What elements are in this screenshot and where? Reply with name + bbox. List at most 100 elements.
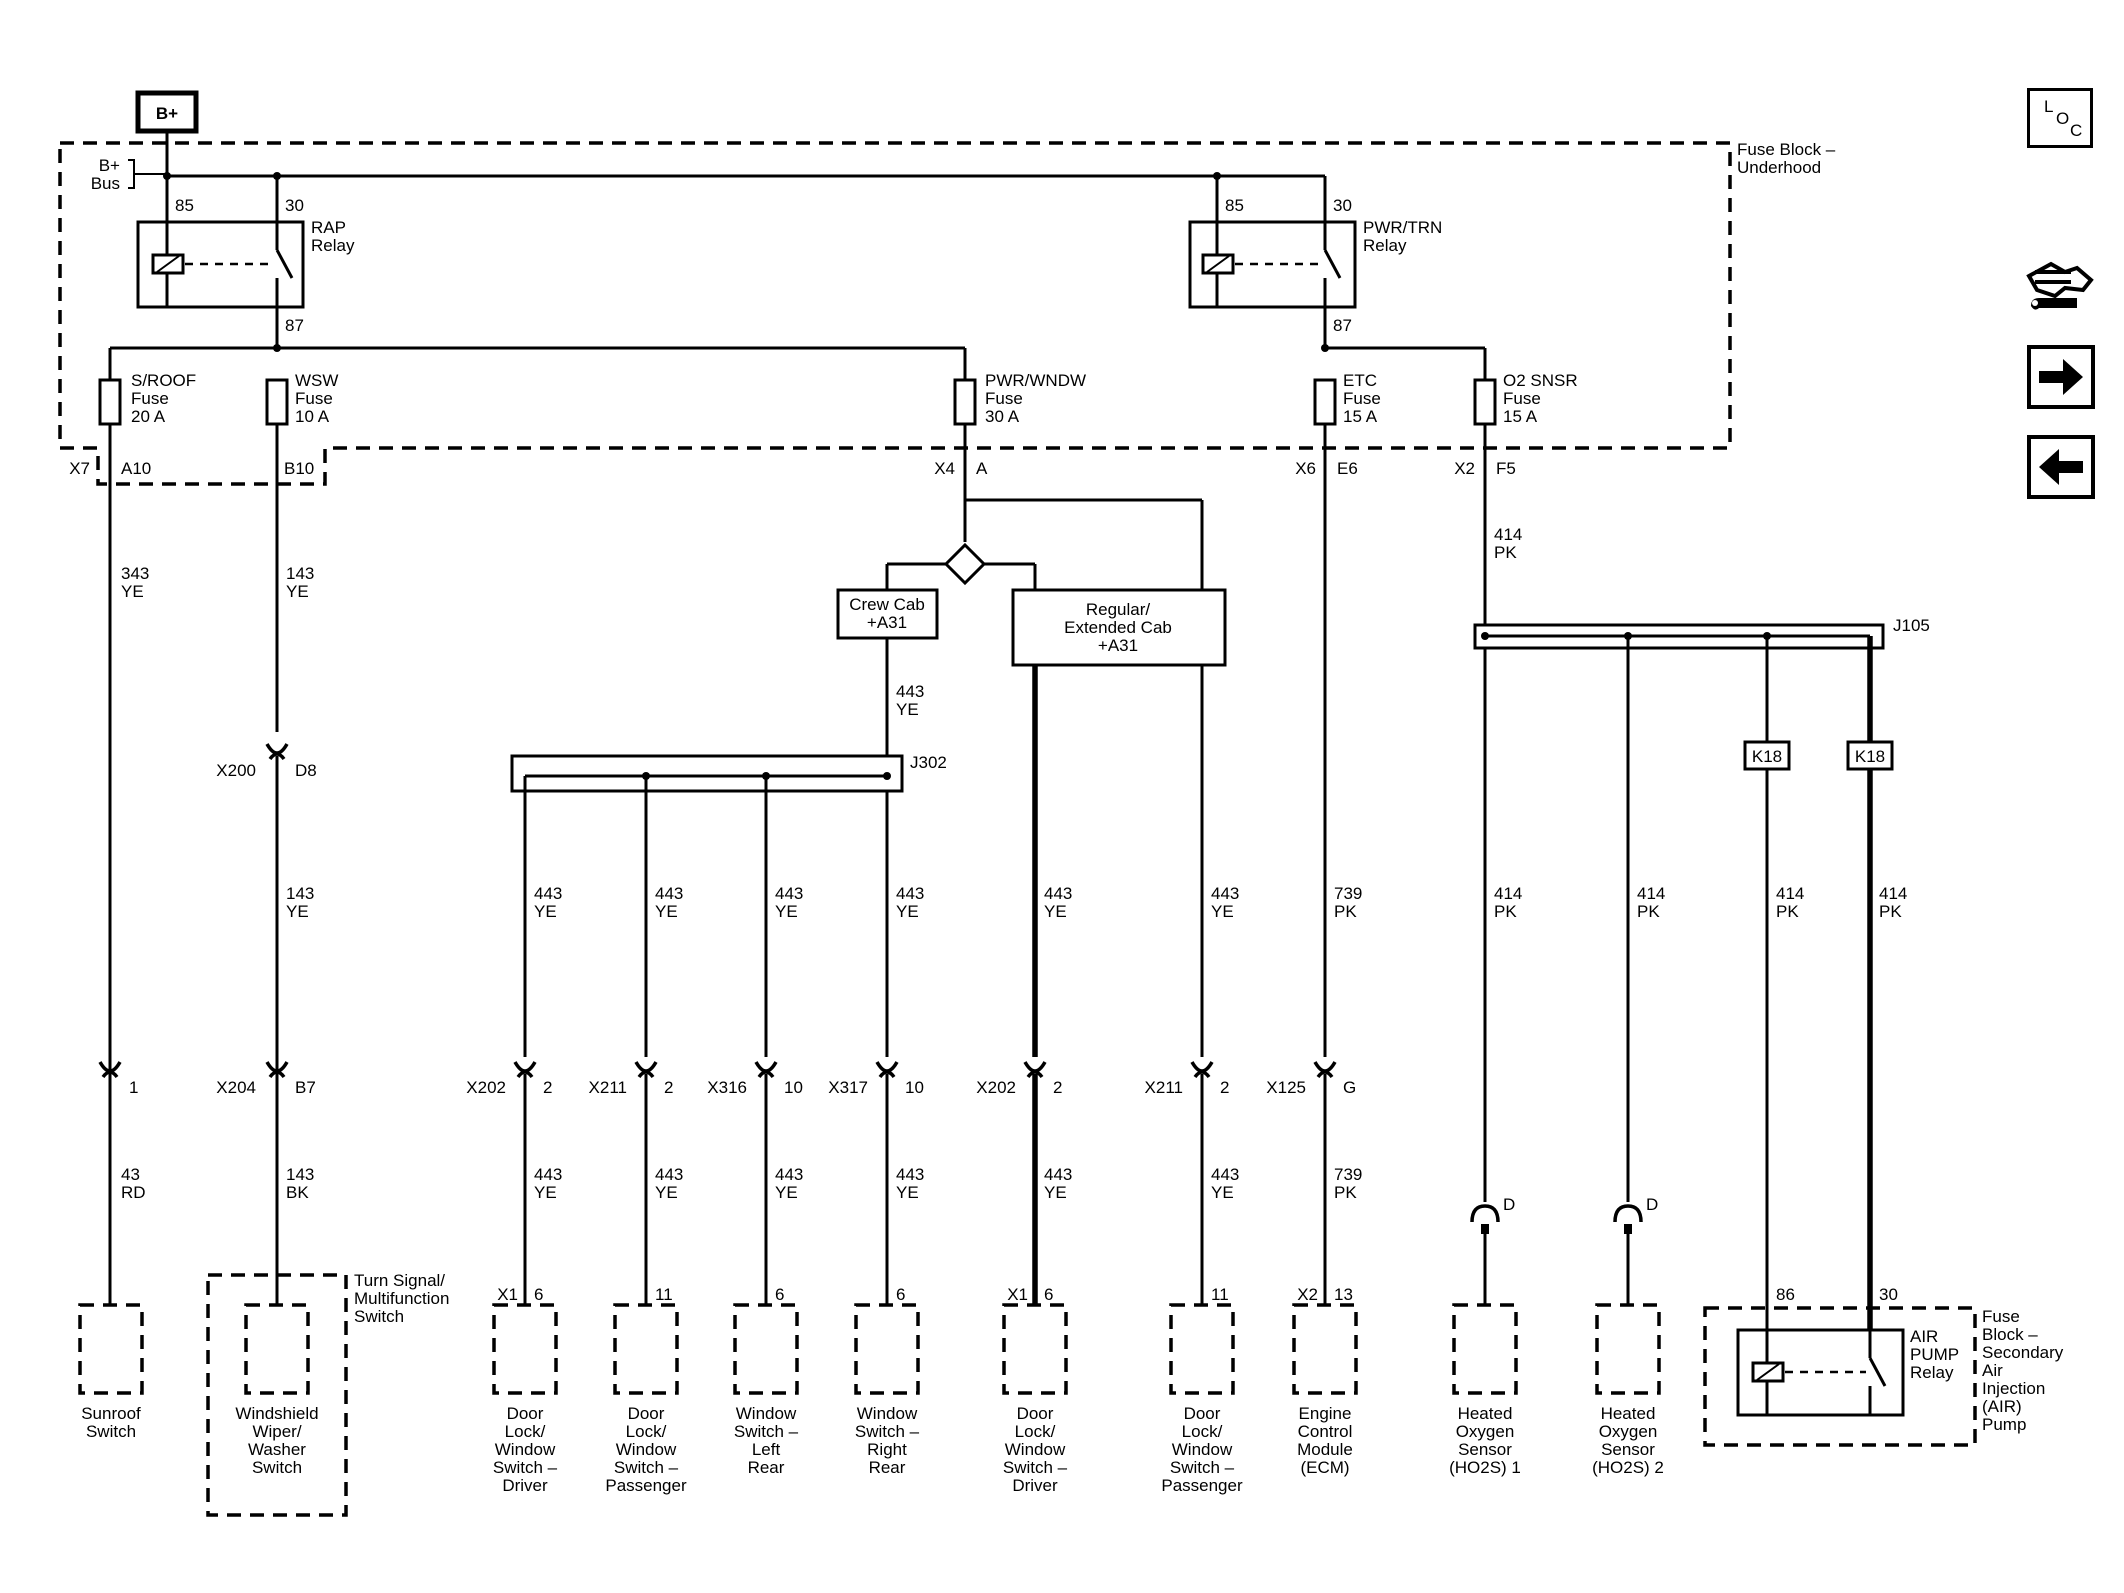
svg-text:G: G: [1343, 1078, 1356, 1097]
regular-extended-cab-option-box: [1011, 588, 1227, 667]
svg-text:E6: E6: [1337, 459, 1358, 478]
svg-text:X125: X125: [1266, 1078, 1306, 1097]
arrow-right-icon: [2039, 359, 2083, 395]
svg-text:A: A: [976, 459, 988, 478]
pin-label-x2: X2: [1297, 1285, 1318, 1304]
sensor-connectors: D D: [1470, 1195, 1658, 1305]
svg-text:2: 2: [1220, 1078, 1229, 1097]
svg-text:10: 10: [784, 1078, 803, 1097]
svg-text:10: 10: [905, 1078, 924, 1097]
svg-text:X4: X4: [934, 459, 955, 478]
splice-pack-j302: [510, 754, 904, 793]
pin-label-11-a: 11: [655, 1285, 673, 1304]
svg-text:A10: A10: [121, 459, 151, 478]
loc-l: L: [2044, 97, 2054, 116]
door-lock-window-switch-driver-2: [1002, 1303, 1068, 1395]
next-page-button[interactable]: [2027, 345, 2095, 409]
svg-text:X202: X202: [976, 1078, 1016, 1097]
svg-text:B10: B10: [284, 459, 314, 478]
svg-text:X316: X316: [707, 1078, 747, 1097]
pwrtrn-pin-85: 85: [1225, 196, 1244, 215]
loc-c: C: [2070, 121, 2083, 140]
rap-relay-switch-icon: [275, 249, 294, 279]
svg-text:1: 1: [129, 1078, 138, 1097]
air-pump-pin-30: 30: [1879, 1285, 1898, 1304]
connector-wrench-button[interactable]: [2025, 250, 2097, 326]
pin-label-6-d: 6: [1044, 1285, 1053, 1304]
svg-text:2: 2: [1053, 1078, 1062, 1097]
svg-text:X7: X7: [69, 459, 90, 478]
svg-text:X200: X200: [216, 761, 256, 780]
svg-text:D8: D8: [295, 761, 317, 780]
rap-pin-85: 85: [175, 196, 194, 215]
svg-text:B7: B7: [295, 1078, 316, 1097]
pwr-trn-relay-switch-icon: [1323, 249, 1342, 279]
svg-text:2: 2: [664, 1078, 673, 1097]
pin-label-13: 13: [1334, 1285, 1353, 1304]
loc-o: O: [2056, 109, 2070, 128]
turn-signal-multifunction-switch: [206, 1273, 348, 1517]
k18-label-2: K18: [1855, 747, 1885, 766]
inline-connector-x200: X200 D8: [216, 743, 317, 1305]
k18-label-1: K18: [1752, 747, 1782, 766]
splice-j302-label: J302: [910, 753, 947, 772]
door-lock-window-switch-passenger-1: [613, 1303, 679, 1395]
svg-text:X211: X211: [589, 1078, 627, 1097]
windshield-wiper-washer-switch: [244, 1303, 310, 1395]
crew-cab-option-label: Crew Cab+A31: [849, 595, 925, 632]
pin-label-x1-b: X1: [1007, 1285, 1028, 1304]
b-plus-bus-label: B+Bus: [91, 156, 120, 193]
svg-text:X2: X2: [1454, 459, 1475, 478]
b-plus-label: B+: [156, 104, 178, 123]
k18-connector-1: [1743, 740, 1791, 771]
loc-button[interactable]: L O C: [2027, 88, 2093, 148]
svg-text:D: D: [1503, 1195, 1515, 1214]
pin-label-6-c: 6: [896, 1285, 905, 1304]
svg-text:D: D: [1646, 1195, 1658, 1214]
previous-page-button[interactable]: [2027, 435, 2095, 499]
pwrtrn-pin-87: 87: [1333, 316, 1352, 335]
svg-text:X204: X204: [216, 1078, 256, 1097]
svg-text:2: 2: [543, 1078, 552, 1097]
door-lock-window-switch-driver-1: [492, 1303, 558, 1395]
window-switch-left-rear: [733, 1303, 799, 1395]
svg-text:X202: X202: [466, 1078, 506, 1097]
pin-label-6-a: 6: [534, 1285, 543, 1304]
fuse-block-title: Fuse Block –Underhood: [1737, 140, 1836, 177]
